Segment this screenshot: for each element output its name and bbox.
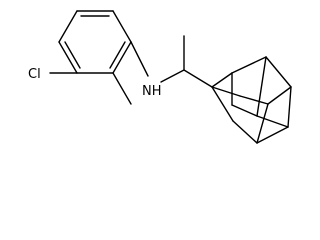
cage-bond (239, 95, 269, 105)
cage-bond (231, 56, 267, 74)
cage-bond (211, 86, 241, 97)
ring-bond (112, 41, 132, 74)
molecule-structure-diagram: Cl NH (28, 10, 292, 144)
cage-bond (231, 104, 258, 117)
cage-bond (232, 120, 258, 144)
cage-bond (256, 56, 267, 117)
cage-bond (211, 86, 234, 122)
ring-bond (58, 41, 78, 74)
chlorine-label: Cl (28, 67, 41, 82)
cage-bond (256, 103, 269, 144)
ring-double-bond (64, 41, 81, 69)
cage-bond (265, 56, 292, 88)
methyl-bond (112, 72, 132, 105)
amine-label: NH (142, 84, 162, 99)
ring-to-nitrogen-bond (130, 41, 149, 77)
benzene-ring (58, 10, 132, 74)
ring-bond (58, 10, 78, 43)
cage-bond (256, 126, 289, 144)
adamantane-cage (211, 56, 292, 144)
cage-bond (211, 72, 233, 88)
cage-bond (256, 115, 289, 128)
ring-double-bond (109, 41, 126, 69)
nitrogen-to-ch-bond (160, 69, 185, 83)
ch-to-adamantyl-bond (183, 69, 213, 88)
ring-bond (112, 10, 132, 43)
cage-bond (287, 86, 292, 128)
cage-bond (267, 86, 292, 105)
